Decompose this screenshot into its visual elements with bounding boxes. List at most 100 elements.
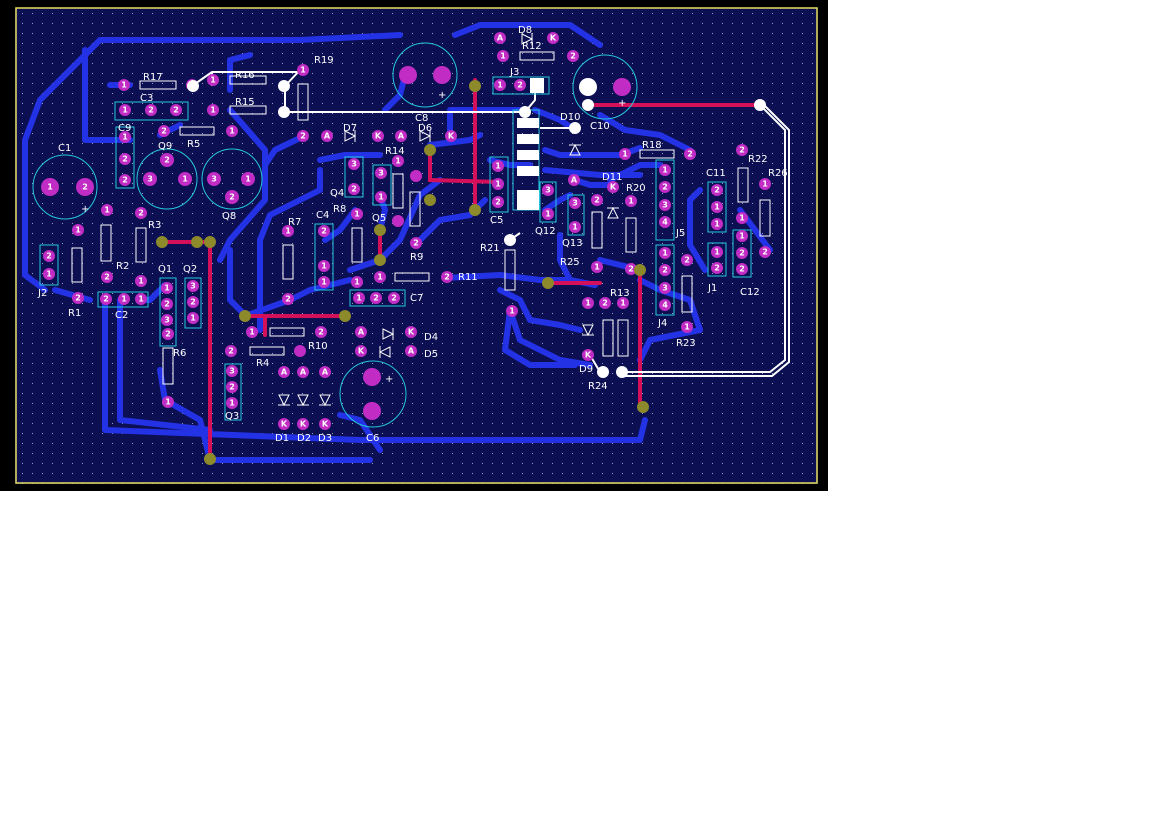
svg-text:2: 2 (391, 294, 397, 303)
svg-text:R19: R19 (314, 55, 334, 66)
svg-text:R22: R22 (748, 154, 768, 165)
svg-text:J2: J2 (37, 288, 47, 299)
svg-text:R25: R25 (560, 257, 580, 268)
svg-text:J5: J5 (675, 228, 685, 239)
svg-text:R14: R14 (385, 146, 405, 157)
svg-text:1: 1 (75, 226, 81, 235)
svg-text:R8: R8 (333, 204, 346, 215)
svg-text:K: K (300, 420, 307, 429)
svg-text:2: 2 (739, 249, 745, 258)
svg-text:2: 2 (739, 146, 745, 155)
svg-text:2: 2 (138, 209, 144, 218)
svg-text:2: 2 (628, 265, 634, 274)
svg-text:D7: D7 (343, 123, 357, 134)
svg-text:1: 1 (245, 175, 251, 184)
svg-text:3: 3 (164, 316, 170, 325)
svg-text:1: 1 (585, 299, 591, 308)
svg-text:2: 2 (602, 299, 608, 308)
svg-text:2: 2 (229, 193, 235, 202)
svg-text:1: 1 (47, 183, 53, 192)
svg-text:D11: D11 (602, 172, 622, 183)
svg-text:2: 2 (687, 150, 693, 159)
svg-text:2: 2 (762, 248, 768, 257)
svg-text:1: 1 (377, 273, 383, 282)
svg-text:A: A (322, 368, 329, 377)
svg-text:R24: R24 (588, 381, 608, 392)
svg-text:Q1: Q1 (158, 264, 172, 275)
svg-text:1: 1 (628, 197, 634, 206)
svg-text:R23: R23 (676, 338, 696, 349)
svg-text:R9: R9 (410, 252, 423, 263)
svg-text:1: 1 (300, 66, 306, 75)
polarity-marks: + + + + (81, 90, 626, 385)
svg-text:1: 1 (249, 328, 255, 337)
svg-text:1: 1 (545, 210, 551, 219)
svg-text:Q12: Q12 (535, 226, 556, 237)
svg-text:J4: J4 (657, 318, 667, 329)
pin-numbers: 1 2 3 2 1 3 2 1 1 2 2 1 2 2 2 1 2 1 1 1 … (46, 34, 768, 429)
svg-text:Q4: Q4 (330, 188, 344, 199)
svg-text:3: 3 (662, 201, 668, 210)
svg-text:IC1: IC1 (517, 117, 533, 128)
svg-text:4: 4 (662, 301, 668, 310)
svg-text:1: 1 (122, 106, 128, 115)
svg-text:C8: C8 (415, 113, 428, 124)
svg-text:1: 1 (714, 203, 720, 212)
svg-text:2: 2 (103, 295, 109, 304)
svg-text:2: 2 (373, 294, 379, 303)
svg-text:R12: R12 (522, 41, 542, 52)
svg-text:A: A (497, 34, 504, 43)
svg-text:2: 2 (82, 183, 88, 192)
svg-text:3: 3 (147, 175, 153, 184)
svg-text:2: 2 (229, 383, 235, 392)
svg-text:1: 1 (354, 210, 360, 219)
svg-text:1: 1 (165, 398, 171, 407)
svg-text:1: 1 (622, 150, 628, 159)
svg-text:3: 3 (378, 169, 384, 178)
svg-text:3: 3 (229, 367, 235, 376)
svg-text:2: 2 (161, 127, 167, 136)
svg-text:C10: C10 (590, 121, 610, 132)
svg-text:1: 1 (356, 294, 362, 303)
svg-text:2: 2 (714, 186, 720, 195)
svg-text:2: 2 (714, 264, 720, 273)
svg-text:R10: R10 (308, 341, 328, 352)
svg-text:1: 1 (354, 278, 360, 287)
svg-text:1: 1 (495, 180, 501, 189)
svg-text:1: 1 (182, 175, 188, 184)
svg-text:J1: J1 (707, 283, 717, 294)
svg-text:2: 2 (684, 256, 690, 265)
svg-text:C7: C7 (410, 293, 423, 304)
svg-text:K: K (448, 132, 455, 141)
svg-text:K: K (550, 34, 557, 43)
svg-text:R7: R7 (288, 217, 301, 228)
svg-text:1: 1 (500, 52, 506, 61)
svg-text:1: 1 (285, 227, 291, 236)
svg-text:D2: D2 (297, 433, 311, 444)
svg-text:C12: C12 (740, 287, 760, 298)
svg-text:D8: D8 (518, 25, 532, 36)
svg-text:R13: R13 (610, 288, 630, 299)
regulator-ic1 (517, 78, 544, 210)
svg-text:Q3: Q3 (225, 411, 239, 422)
svg-text:R17: R17 (143, 72, 163, 83)
svg-text:3: 3 (190, 282, 196, 291)
svg-text:2: 2 (739, 265, 745, 274)
reference-designators: C1 C2 C3 C4 C5 C6 C7 C8 C9 C10 C11 C12 R… (37, 25, 788, 444)
svg-text:K: K (375, 132, 382, 141)
svg-text:4: 4 (662, 218, 668, 227)
svg-text:R21: R21 (480, 243, 500, 254)
svg-text:2: 2 (46, 252, 52, 261)
svg-text:J3: J3 (509, 67, 519, 78)
svg-text:2: 2 (173, 106, 179, 115)
svg-text:2: 2 (594, 196, 600, 205)
svg-text:2: 2 (148, 106, 154, 115)
svg-text:R4: R4 (256, 358, 269, 369)
svg-text:3: 3 (572, 199, 578, 208)
svg-text:1: 1 (395, 157, 401, 166)
svg-text:R2: R2 (116, 261, 129, 272)
pads (41, 32, 771, 430)
svg-text:C4: C4 (316, 210, 329, 221)
svg-text:C1: C1 (58, 143, 71, 154)
svg-text:1: 1 (104, 206, 110, 215)
